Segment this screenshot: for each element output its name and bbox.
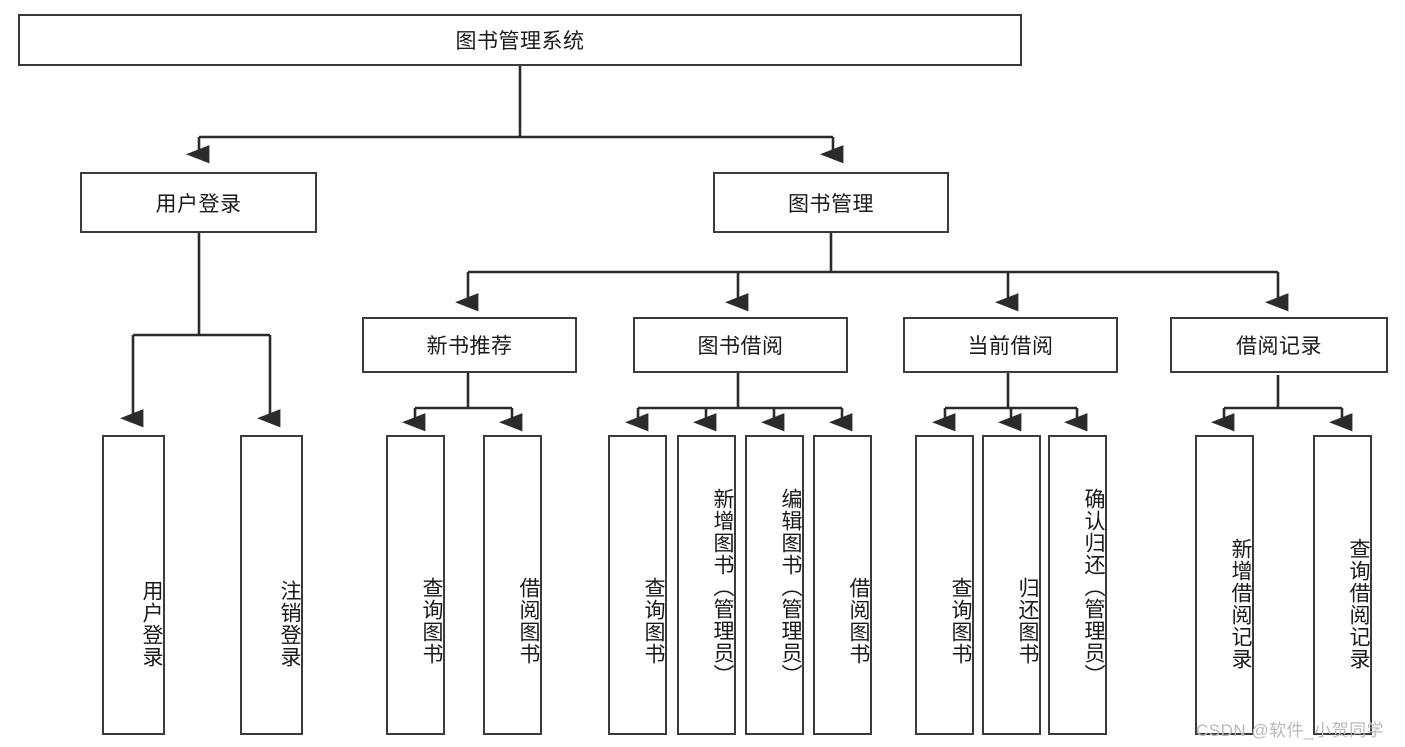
- leaf-label: 借阅图书: [517, 577, 540, 665]
- leaf-label: 查询图书: [420, 577, 443, 665]
- node-current-borrow-label: 当前借阅: [967, 335, 1054, 358]
- node-user-login[interactable]: 用户登录: [80, 172, 317, 233]
- node-current-borrow[interactable]: 当前借阅: [903, 317, 1118, 373]
- leaf-new-book-query[interactable]: 查询图书: [386, 435, 445, 735]
- node-root-label: 图书管理系统: [455, 30, 585, 53]
- node-new-book-recommend-label: 新书推荐: [426, 335, 513, 358]
- node-borrow-record-label: 借阅记录: [1236, 335, 1322, 358]
- node-book-borrow[interactable]: 图书借阅: [633, 317, 848, 373]
- leaf-book-borrow-query[interactable]: 查询图书: [608, 435, 667, 735]
- leaf-label: 借阅图书: [847, 577, 870, 665]
- leaf-label: 确认归还（管理员）: [1082, 488, 1105, 686]
- leaf-borrow-record-add[interactable]: 新增借阅记录: [1195, 435, 1254, 735]
- leaf-new-book-borrow[interactable]: 借阅图书: [483, 435, 542, 735]
- leaf-label: 注销登录: [278, 580, 301, 668]
- leaf-current-borrow-return[interactable]: 归还图书: [982, 435, 1041, 735]
- leaf-user-login-logout[interactable]: 注销登录: [240, 435, 303, 735]
- leaf-book-borrow-edit[interactable]: 编辑图书（管理员）: [745, 435, 804, 735]
- leaf-book-borrow-borrow[interactable]: 借阅图书: [813, 435, 872, 735]
- leaf-borrow-record-query[interactable]: 查询借阅记录: [1313, 435, 1372, 735]
- leaf-label: 新增借阅记录: [1229, 538, 1252, 670]
- node-root[interactable]: 图书管理系统: [18, 14, 1022, 66]
- leaf-label: 查询借阅记录: [1347, 538, 1370, 670]
- watermark-text: CSDN @软件_小贺同学: [1196, 721, 1385, 740]
- leaf-label: 新增图书（管理员）: [711, 488, 734, 686]
- leaf-label: 归还图书: [1016, 577, 1039, 665]
- leaf-current-borrow-query[interactable]: 查询图书: [915, 435, 974, 735]
- node-borrow-record[interactable]: 借阅记录: [1170, 317, 1388, 373]
- leaf-label: 查询图书: [642, 577, 665, 665]
- node-book-management[interactable]: 图书管理: [713, 172, 949, 233]
- node-book-management-label: 图书管理: [788, 192, 874, 216]
- leaf-label: 编辑图书（管理员）: [779, 488, 802, 686]
- leaf-book-borrow-add[interactable]: 新增图书（管理员）: [677, 435, 736, 735]
- node-book-borrow-label: 图书借阅: [697, 335, 784, 358]
- leaf-current-borrow-confirm[interactable]: 确认归还（管理员）: [1048, 435, 1107, 735]
- leaf-label: 用户登录: [140, 580, 163, 668]
- leaf-user-login-login[interactable]: 用户登录: [102, 435, 165, 735]
- node-user-login-label: 用户登录: [155, 192, 242, 216]
- node-new-book-recommend[interactable]: 新书推荐: [362, 317, 577, 373]
- leaf-label: 查询图书: [949, 577, 972, 665]
